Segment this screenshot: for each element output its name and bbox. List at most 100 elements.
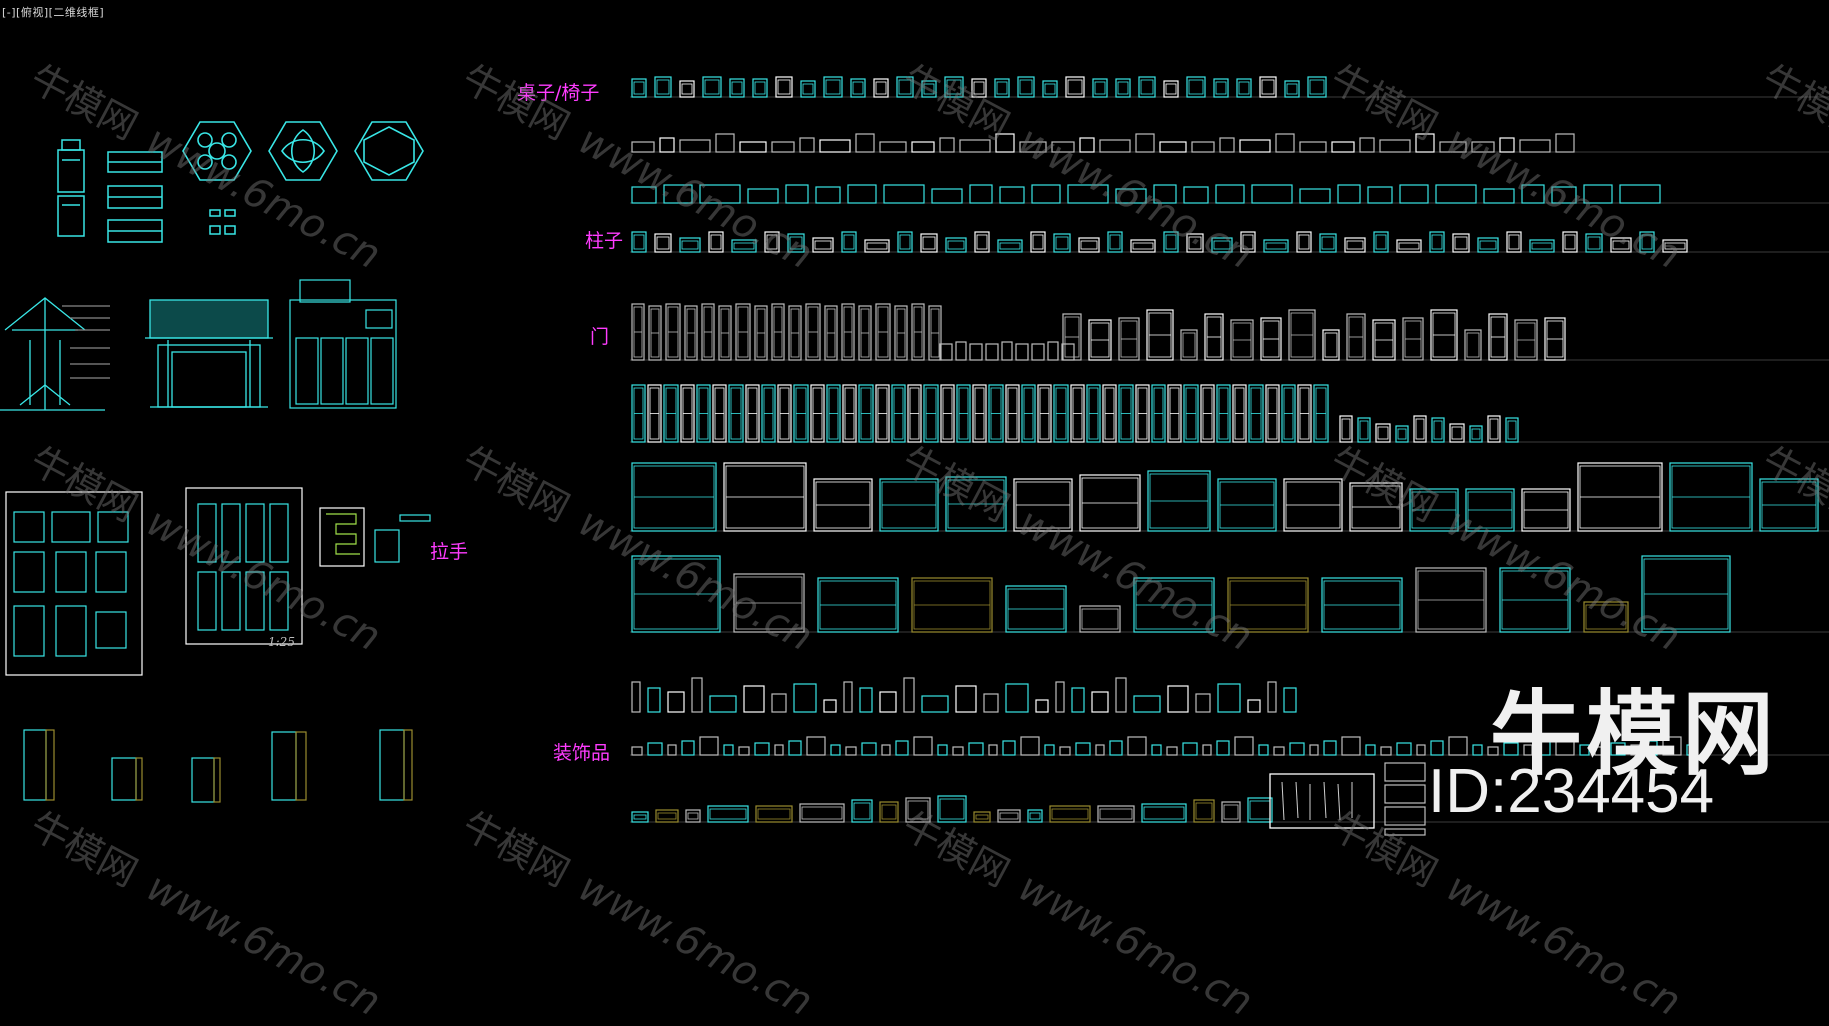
cad-block — [1071, 687, 1085, 713]
cad-block — [680, 384, 695, 443]
cad-block — [810, 384, 825, 443]
cad-block — [1483, 188, 1515, 204]
cad-block — [1195, 693, 1211, 713]
cad-block — [1409, 488, 1459, 532]
cad-block — [1065, 76, 1085, 98]
cad-model-space[interactable]: 1:25 — [0, 0, 1829, 885]
cad-block — [691, 677, 703, 713]
cad-block — [931, 188, 963, 204]
cad-block — [681, 740, 695, 756]
category-label-columns[interactable]: 柱子 — [585, 230, 624, 252]
cad-block — [841, 303, 855, 361]
cad-block — [1399, 184, 1429, 204]
cad-block — [1031, 343, 1045, 361]
cad-block — [1275, 133, 1295, 153]
cad-block — [1216, 384, 1231, 443]
model-id: ID:234454 — [1428, 757, 1715, 826]
cad-block — [911, 577, 993, 633]
cad-block — [777, 384, 792, 443]
cad-block — [679, 139, 711, 153]
cad-block — [1099, 139, 1131, 153]
cad-block — [788, 305, 802, 361]
cad-block — [761, 384, 776, 443]
cad-block — [685, 809, 701, 823]
cad-block — [1415, 567, 1487, 633]
cad-block — [921, 80, 937, 98]
cad-block — [1309, 744, 1319, 756]
category-label-handles[interactable]: 拉手 — [430, 541, 469, 563]
cad-block — [1339, 415, 1353, 443]
cad-block — [701, 303, 715, 361]
cad-block — [1053, 233, 1071, 253]
cad-block — [1452, 233, 1470, 253]
cad-block — [1051, 141, 1075, 153]
cad-block — [1259, 76, 1277, 98]
cad-block — [1019, 141, 1047, 153]
viewport-label[interactable]: [-][俯视][二维线框] — [2, 6, 105, 19]
cad-block — [1232, 384, 1247, 443]
cad-block — [648, 305, 662, 361]
cad-block — [1163, 80, 1179, 98]
category-label-decor[interactable]: 装饰品 — [553, 742, 611, 764]
cad-block — [793, 683, 817, 713]
cad-block — [973, 811, 991, 823]
cad-block — [1519, 139, 1551, 153]
cad-block — [1319, 233, 1337, 253]
cad-block — [1337, 184, 1361, 204]
cad-block — [1215, 184, 1245, 204]
cad-block — [1239, 139, 1271, 153]
cad-block — [1395, 425, 1409, 443]
cad-block — [988, 744, 998, 756]
cad-block — [1583, 601, 1629, 633]
cad-block — [1357, 417, 1371, 443]
cad-block — [1469, 425, 1483, 443]
cad-block — [911, 141, 935, 153]
cad-block — [1396, 239, 1422, 253]
cad-block — [1167, 685, 1189, 713]
cad-block — [799, 803, 845, 823]
cad-block — [752, 78, 768, 98]
cad-block — [937, 744, 948, 756]
cad-block — [988, 384, 1004, 443]
cad-block — [1413, 415, 1427, 443]
cad-block — [1135, 384, 1150, 443]
cad-block — [875, 303, 891, 361]
cad-block — [858, 305, 872, 361]
cad-block — [723, 462, 807, 532]
cad-block — [1415, 133, 1435, 153]
cad-block — [955, 341, 967, 361]
cad-block — [861, 742, 877, 756]
cad-block — [1135, 133, 1155, 153]
cad-block — [1079, 605, 1121, 633]
cad-block — [679, 237, 701, 253]
category-label-doors[interactable]: 门 — [590, 326, 610, 348]
cad-block — [747, 188, 779, 204]
cad-block — [896, 76, 914, 98]
cad-block — [1344, 237, 1366, 253]
cad-block — [1464, 329, 1482, 361]
cad-block — [1216, 740, 1230, 756]
cad-block — [1042, 80, 1058, 98]
cad-block — [897, 231, 913, 253]
cad-block — [699, 184, 741, 204]
row-decor-frames — [631, 795, 1273, 823]
cad-block — [937, 795, 967, 823]
cad-block — [799, 137, 815, 153]
cad-block — [1097, 805, 1135, 823]
cad-block — [1402, 317, 1424, 361]
cad-block — [999, 186, 1025, 204]
cad-block — [894, 305, 908, 361]
cad-block — [1062, 313, 1082, 361]
cad-block — [997, 809, 1021, 823]
cad-block — [1619, 184, 1661, 204]
cad-block — [1260, 317, 1282, 361]
category-label-tables-chairs[interactable]: 桌子/椅子 — [517, 82, 600, 104]
hexagon-windows — [182, 121, 424, 181]
cad-block — [735, 303, 751, 361]
cad-block — [1005, 585, 1067, 633]
cad-block — [1183, 384, 1199, 443]
cad-block — [1180, 329, 1198, 361]
cad-block — [1346, 313, 1366, 361]
cad-block — [881, 744, 891, 756]
cad-block — [1107, 231, 1123, 253]
